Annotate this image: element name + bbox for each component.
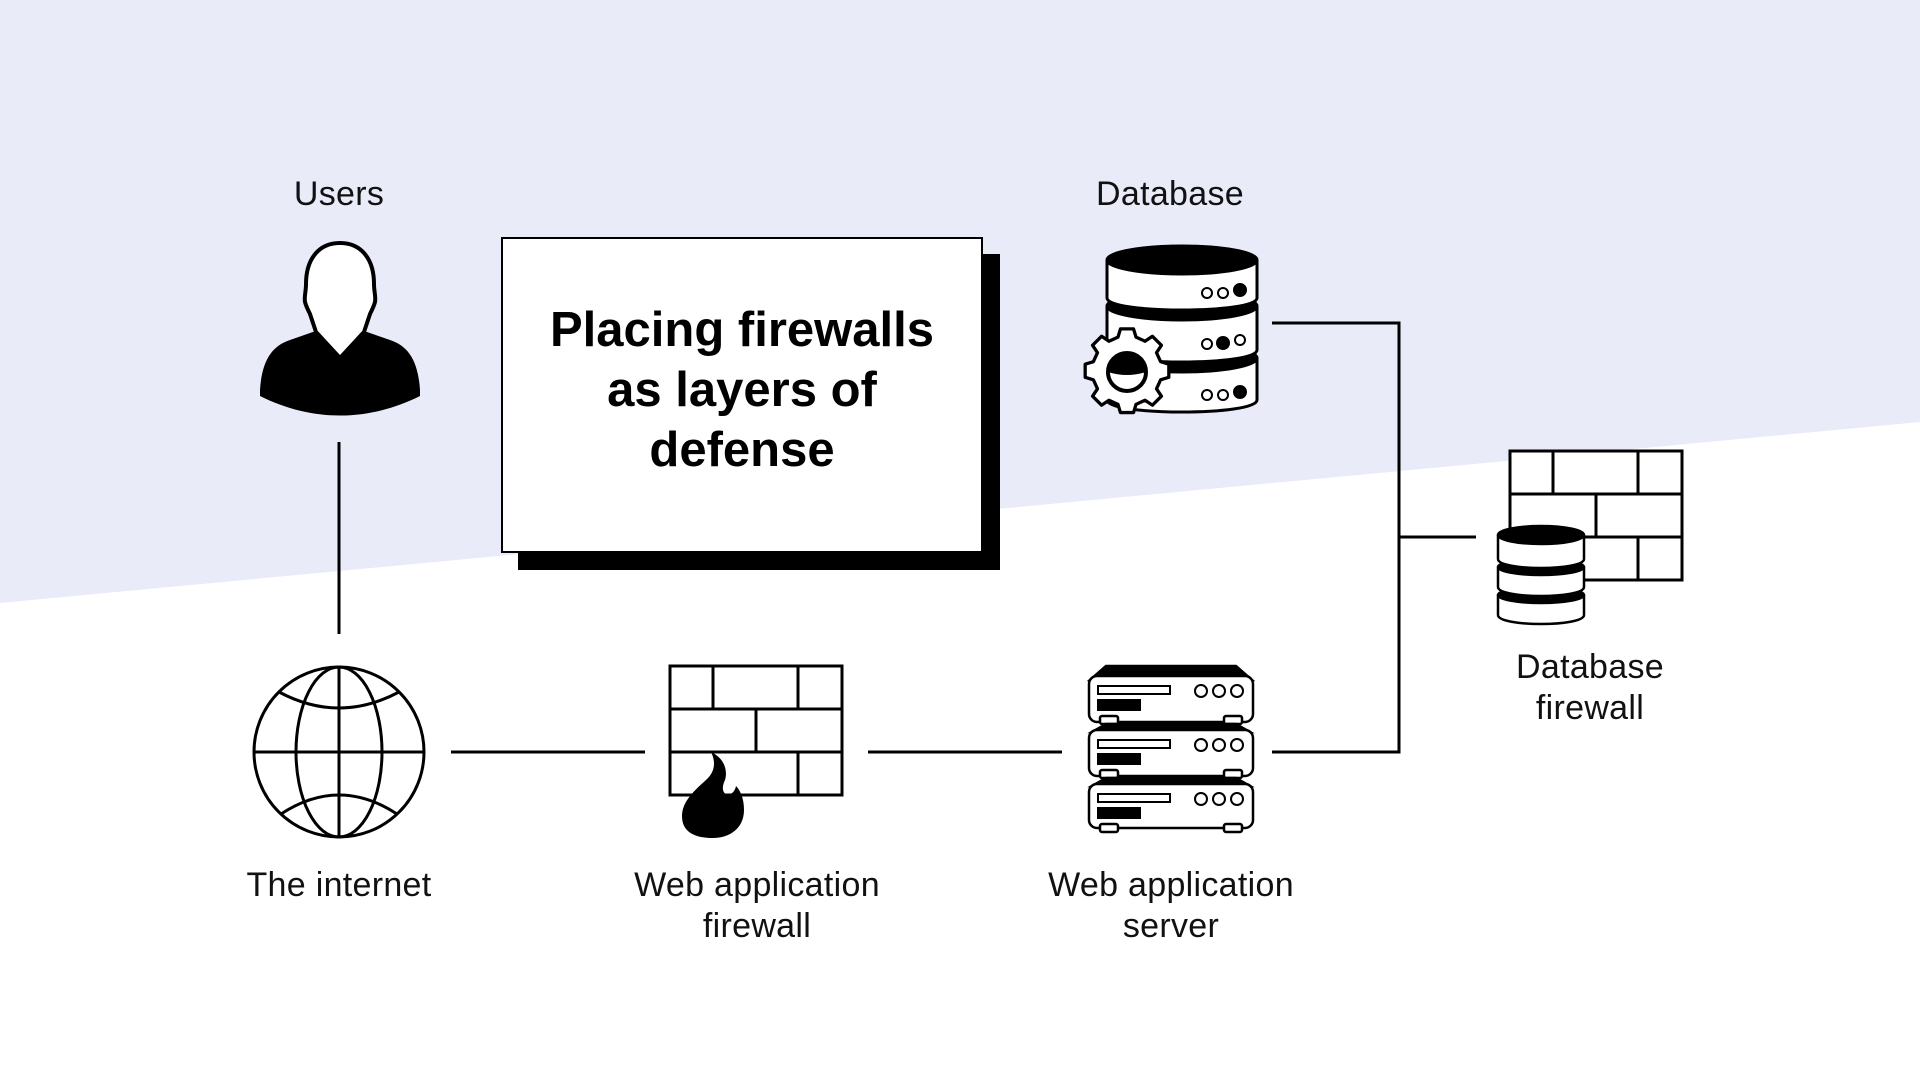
user-icon: [260, 240, 420, 416]
firewall-flame-icon: [668, 664, 844, 838]
web-server-label-line2: server: [1122, 907, 1220, 945]
edge-server-dbfirewall: [1272, 537, 1401, 754]
globe-icon: [252, 665, 426, 839]
database-firewall-icon: [1496, 449, 1684, 626]
db-firewall-label-line2: firewall: [1535, 689, 1645, 727]
waf-label-line1: Web application: [634, 866, 880, 904]
waf-label-line2: firewall: [702, 907, 812, 945]
db-firewall-label-line1: Database: [1516, 648, 1664, 686]
database-label: Database: [1096, 175, 1244, 213]
title-box: Placing firewalls as layers of defense: [501, 237, 983, 553]
server-rack-icon: [1086, 664, 1256, 834]
edge-database-dbfirewall: [1272, 321, 1401, 537]
users-label: Users: [293, 175, 385, 213]
internet-label: The internet: [246, 866, 432, 904]
diagram-title: Placing firewalls as layers of defense: [550, 303, 934, 477]
database-gear-icon: [1083, 244, 1259, 415]
web-server-label-line1: Web application: [1048, 866, 1294, 904]
